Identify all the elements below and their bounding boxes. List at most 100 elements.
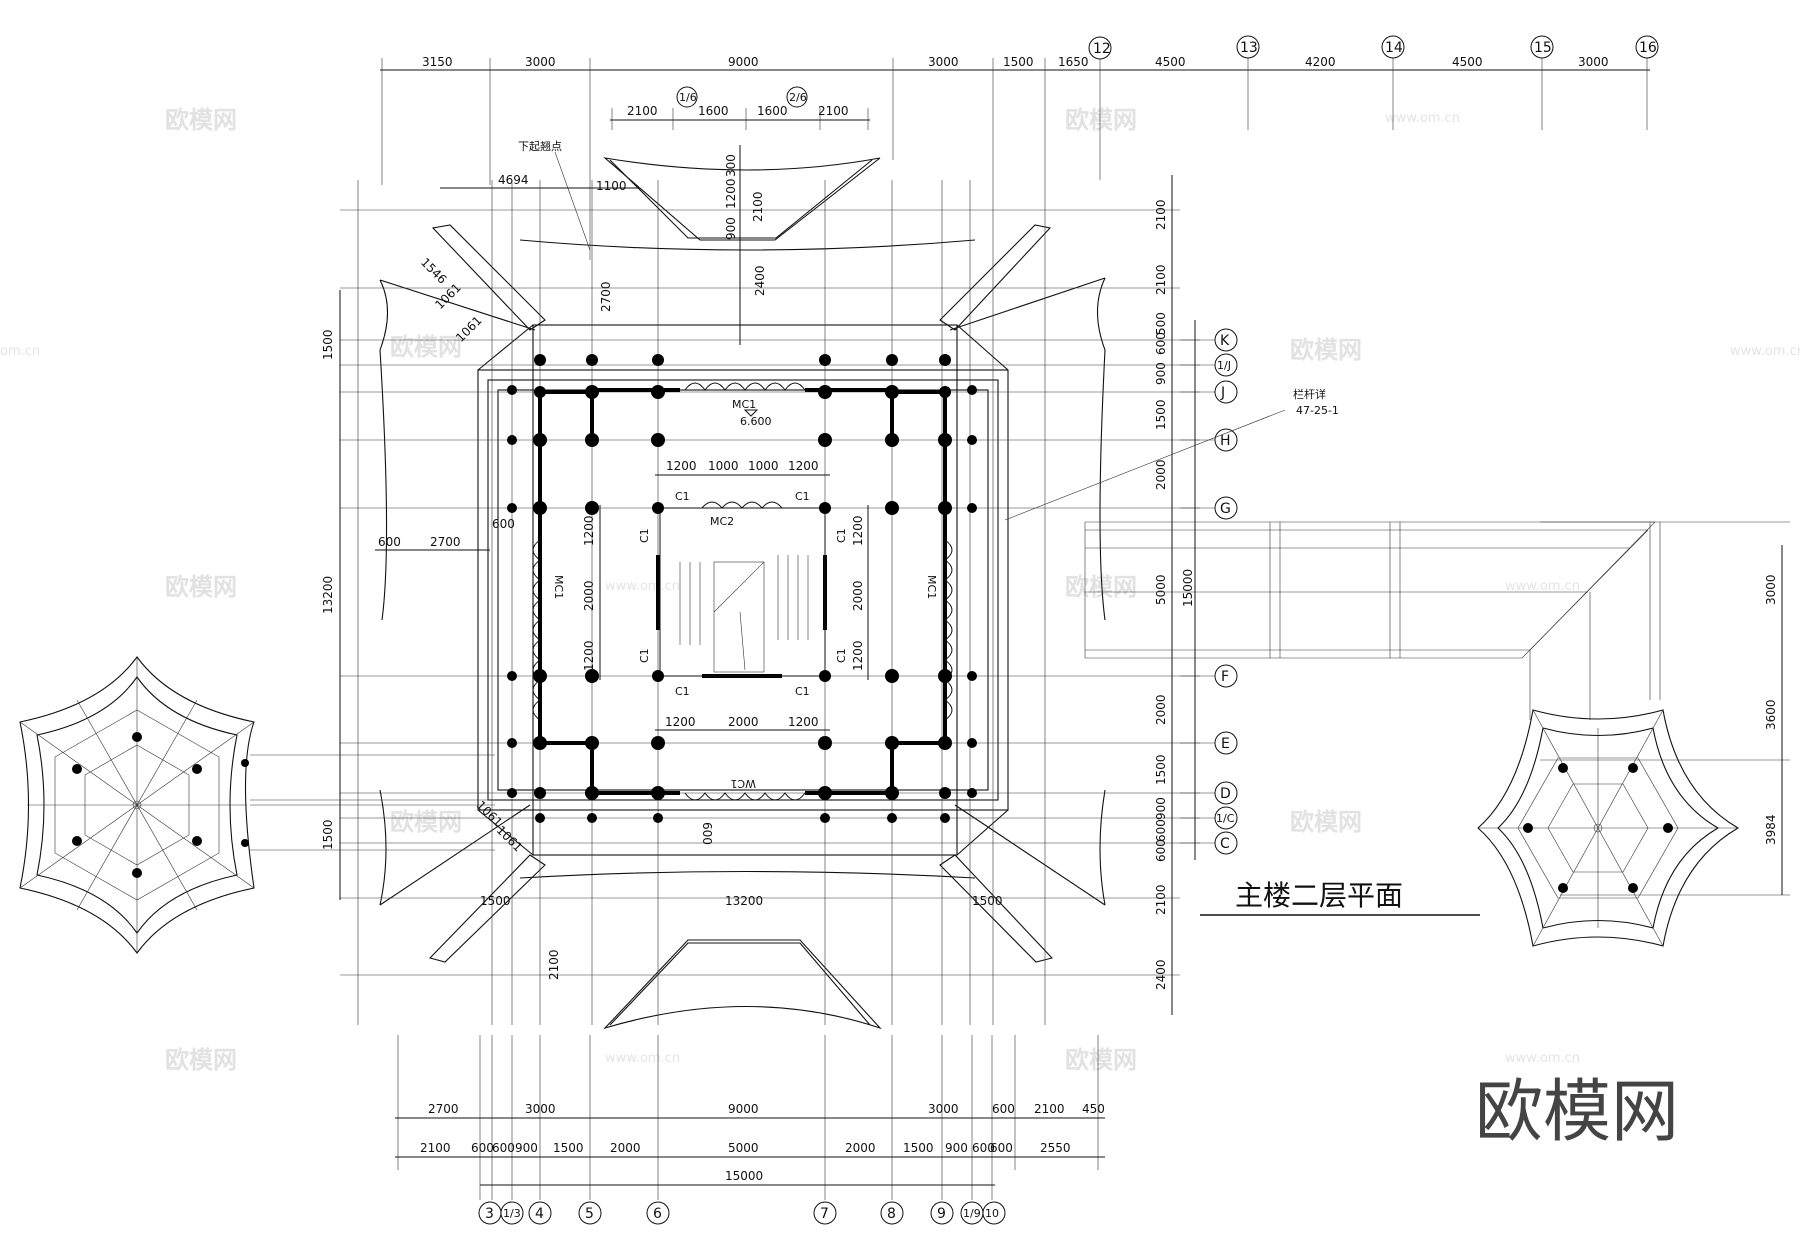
dim-label: 600: [992, 1102, 1015, 1116]
doors: [532, 382, 953, 801]
dim-label: 1061: [432, 281, 463, 312]
axis-bubble-label: 7: [820, 1206, 829, 1222]
axis-bubble-label: K: [1220, 333, 1230, 349]
dim-label: 600: [990, 1141, 1013, 1155]
dim-label: 1100: [596, 179, 627, 193]
dim-label: 1500: [972, 894, 1003, 908]
dim-label: 2700: [428, 1102, 459, 1116]
axis-bubble-label: 8: [887, 1206, 896, 1222]
dim-label: 2100: [627, 104, 658, 118]
dim-label: 1000: [748, 459, 779, 473]
dim-label: 600: [1154, 819, 1168, 842]
axis-bubble-label: C: [1220, 836, 1230, 852]
dim-label: 2000: [610, 1141, 641, 1155]
dim-label: 2700: [430, 535, 461, 549]
window-label-c1: C1: [638, 648, 651, 663]
window-label-c1: C1: [638, 528, 651, 543]
watermark-text: 欧模网: [165, 573, 237, 601]
axis-bubble-label: 6: [653, 1206, 662, 1222]
axis-bubble-label: 14: [1385, 40, 1403, 56]
dim-label: 300: [724, 154, 738, 177]
right-dimension-chain: 2100 2100 500 600 900 1500 2000 5000 150…: [1004, 175, 1339, 1015]
dim-label: 2400: [1154, 959, 1168, 990]
door-label-mc2: MC2: [710, 515, 734, 528]
inner-dimensions: 1200 1000 1000 1200 1200 2000 1200 1200 …: [582, 459, 869, 731]
axis-bubble-label: 1/J: [1217, 359, 1231, 372]
room-labels: MC1 6.600 MC2 C1 C1 C1 C1 C1 C1 C1 C1 MC…: [552, 398, 938, 790]
dim-label: 2700: [599, 281, 613, 312]
axis-bubble-label: 13: [1240, 40, 1258, 56]
door-label-mc1: MC1: [732, 398, 756, 411]
dim-label: 900: [724, 217, 738, 240]
axis-bubble-label: 16: [1639, 40, 1657, 56]
dim-label: 9000: [728, 1102, 759, 1116]
drawing-title-block: 主楼二层平面: [1200, 879, 1480, 916]
door-label-mc1: MC1: [925, 575, 938, 599]
dim-label: 1500: [903, 1141, 934, 1155]
top-dimension-chain: 3150 3000 9000 3000 1500 1650 4500 4200 …: [380, 35, 1659, 260]
watermark-text: 欧模网: [1290, 808, 1362, 836]
dim-label: 1200: [582, 515, 596, 546]
window-label-c1: C1: [795, 490, 810, 503]
window-label-c1: C1: [835, 528, 848, 543]
dim-label: 900: [1154, 797, 1168, 820]
far-right-dimensions: 3000 3600 3984: [1764, 545, 1783, 895]
columns: [507, 354, 977, 823]
axis-bubble-label: H: [1220, 433, 1231, 449]
dim-label: 15000: [1181, 569, 1195, 607]
dim-label: 3000: [928, 1102, 959, 1116]
axis-bubble-label: 10: [985, 1207, 999, 1220]
dim-label: 2100: [1034, 1102, 1065, 1116]
watermark-url: om.cn: [0, 344, 40, 359]
structural-grid: [340, 180, 1200, 1025]
dim-label: 3150: [422, 55, 453, 69]
dim-label: 600: [1154, 839, 1168, 862]
door-label-wc1: WC1: [730, 777, 756, 790]
dim-label: 1500: [480, 894, 511, 908]
watermark-text: 欧模网: [390, 333, 462, 361]
watermark-url: www.om.cn: [1385, 111, 1460, 126]
dim-label: 1600: [698, 104, 729, 118]
dim-label: 600: [471, 1141, 494, 1155]
dim-label: 1200: [666, 459, 697, 473]
dim-label: 1200: [582, 640, 596, 671]
dim-label: 600: [378, 535, 401, 549]
dim-label: 1500: [553, 1141, 584, 1155]
window-label-c1: C1: [675, 685, 690, 698]
dim-label: 2100: [1154, 199, 1168, 230]
dim-label: 13200: [725, 894, 763, 908]
dim-label: 1500: [321, 819, 335, 850]
lower-corner-point-label: 下起翘点: [518, 140, 562, 153]
dim-label: 900: [515, 1141, 538, 1155]
watermark-text: 欧模网: [1065, 1046, 1137, 1074]
dim-label: 900: [1154, 362, 1168, 385]
dim-label: 2100: [1154, 264, 1168, 295]
watermark-url: www.om.cn: [1505, 1051, 1580, 1066]
dim-label: 4500: [1452, 55, 1483, 69]
axis-bubble-label: 1/9: [963, 1207, 981, 1220]
corridor-left: [250, 754, 495, 851]
window-label-c1: C1: [795, 685, 810, 698]
main-roof-outline: [379, 157, 1106, 1030]
dim-label: 2100: [420, 1141, 451, 1155]
window-label-c1: C1: [835, 648, 848, 663]
dim-label: 5000: [1154, 574, 1168, 605]
dim-label: 4500: [1155, 55, 1186, 69]
axis-bubble-label: D: [1220, 786, 1231, 802]
dim-label: 3000: [525, 55, 556, 69]
watermark-text: 欧模网: [165, 1046, 237, 1074]
dim-label: 2400: [753, 265, 767, 296]
dim-label: 3000: [525, 1102, 556, 1116]
dim-label: 3000: [1578, 55, 1609, 69]
axis-bubble-label: F: [1221, 669, 1229, 685]
dim-label: 2100: [547, 949, 561, 980]
dim-label: 2100: [751, 191, 765, 222]
axis-bubble-label: 1/C: [1216, 812, 1235, 825]
dim-label: 5000: [728, 1141, 759, 1155]
axis-bubble-label: 4: [535, 1206, 544, 1222]
dim-label: 1200: [851, 515, 865, 546]
axis-bubble-label: E: [1221, 736, 1230, 752]
roof-annotations: 下起翘点 4694 1100 1546 1061 1061 300 1200 2…: [418, 140, 767, 345]
dim-label: 9000: [728, 55, 759, 69]
watermark-text: 欧模网: [390, 808, 462, 836]
